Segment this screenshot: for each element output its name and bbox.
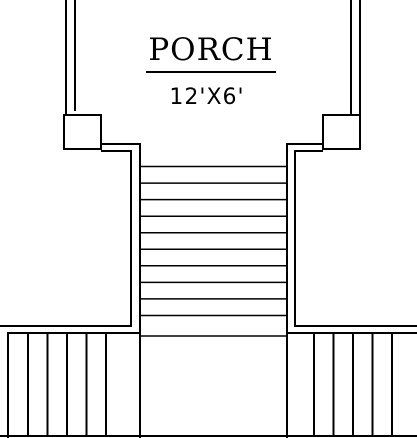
left-porch-post <box>63 114 102 150</box>
stair-right-wall <box>286 143 417 334</box>
right-porch-post <box>322 114 361 150</box>
porch-right-wall <box>350 0 361 116</box>
stair-left-wall <box>0 143 141 438</box>
stair-treads <box>140 165 287 337</box>
porch-left-wall <box>65 0 76 116</box>
room-title: PORCH <box>148 32 273 68</box>
right-balusters <box>313 333 393 436</box>
left-balusters <box>27 333 107 436</box>
room-dimensions: 12'X6' <box>169 85 244 110</box>
left-railing <box>8 332 141 438</box>
right-railing <box>286 333 393 438</box>
